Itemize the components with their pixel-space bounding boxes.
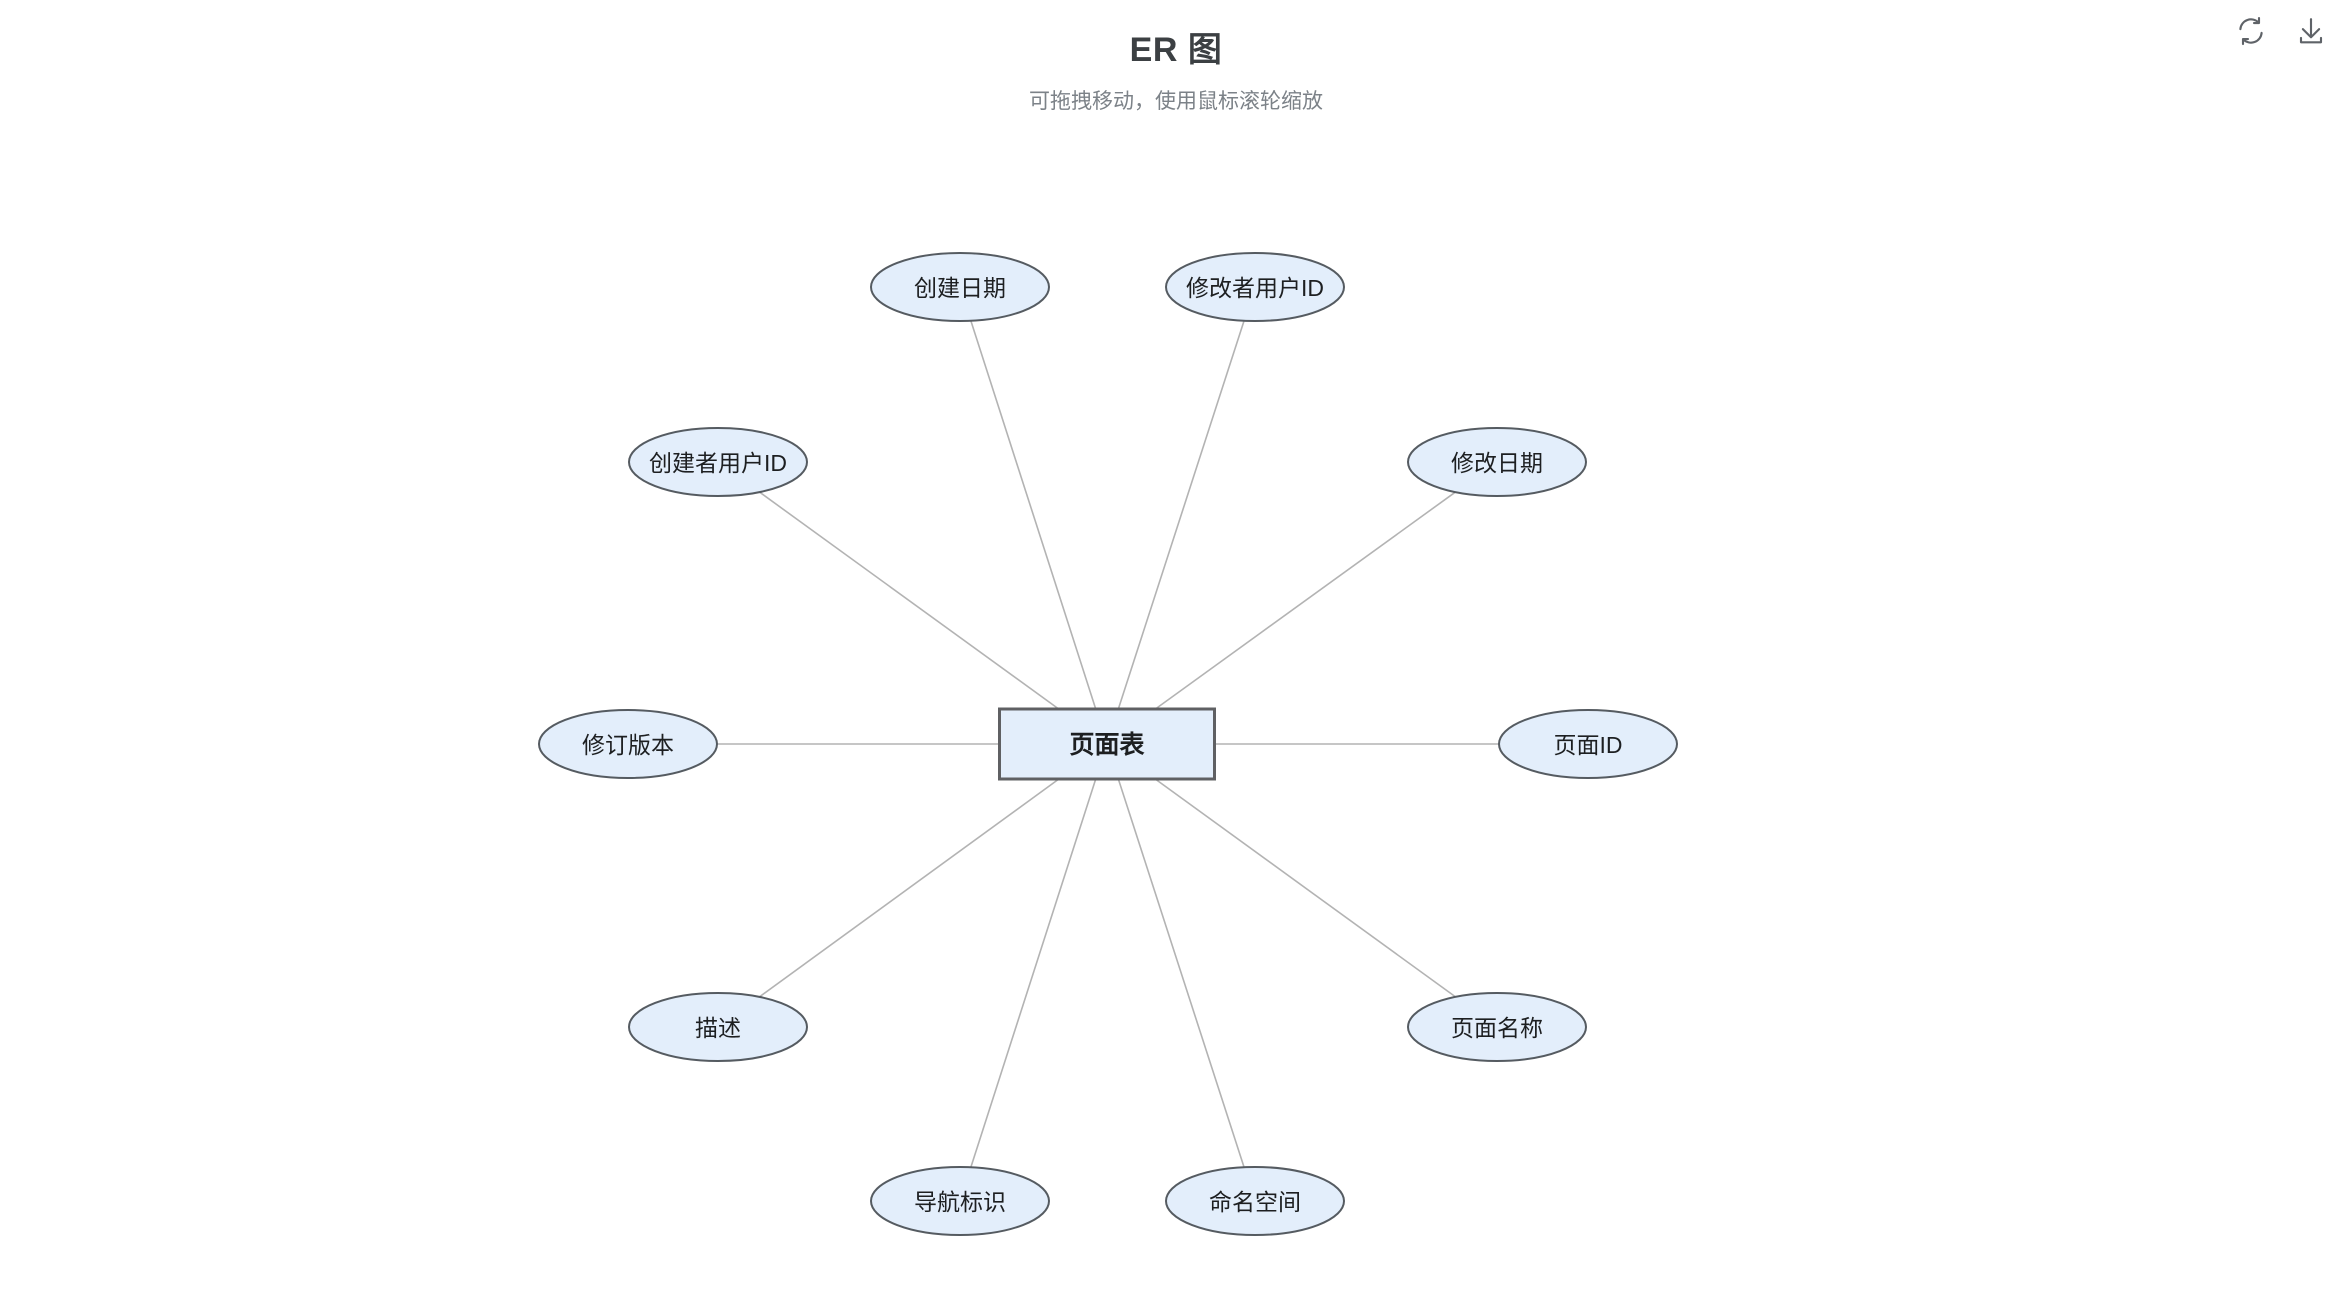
attribute-ellipse[interactable]	[1407, 992, 1587, 1062]
edge-line	[1117, 778, 1245, 1168]
attribute-node[interactable]: 修改日期	[1407, 427, 1587, 497]
attribute-ellipse[interactable]	[628, 427, 808, 497]
attribute-ellipse[interactable]	[1498, 709, 1678, 779]
edge-line	[1154, 491, 1456, 710]
attribute-ellipse[interactable]	[1165, 252, 1345, 322]
refresh-button[interactable]	[2234, 14, 2268, 48]
edge-line	[1117, 320, 1245, 710]
attribute-ellipse[interactable]	[1165, 1166, 1345, 1236]
entity-node[interactable]: 页面表	[998, 707, 1216, 781]
attribute-label: 创建者用户ID	[649, 450, 787, 476]
attribute-label: 描述	[695, 1015, 741, 1041]
edge-line	[970, 778, 1097, 1168]
attribute-label: 修改日期	[1451, 450, 1543, 476]
attribute-ellipse[interactable]	[870, 252, 1050, 322]
edge-line	[758, 778, 1060, 998]
attribute-label: 创建日期	[914, 275, 1006, 301]
attribute-ellipse[interactable]	[1407, 427, 1587, 497]
attribute-ellipse[interactable]	[628, 992, 808, 1062]
attribute-node[interactable]: 描述	[628, 992, 808, 1062]
diagram-toolbar	[2234, 14, 2328, 48]
edge-layer	[717, 320, 1499, 1168]
attribute-node[interactable]: 修订版本	[538, 709, 718, 779]
attribute-node[interactable]: 创建者用户ID	[628, 427, 808, 497]
attribute-node[interactable]: 页面ID	[1498, 709, 1678, 779]
attribute-node[interactable]: 页面名称	[1407, 992, 1587, 1062]
attribute-label: 修改者用户ID	[1186, 275, 1324, 301]
entity-rect[interactable]	[998, 707, 1216, 781]
download-icon	[2296, 16, 2326, 46]
attribute-label: 命名空间	[1209, 1189, 1301, 1215]
attribute-ellipse[interactable]	[538, 709, 718, 779]
attribute-label: 导航标识	[914, 1189, 1006, 1215]
attribute-label: 修订版本	[582, 732, 674, 758]
edge-line	[759, 491, 1060, 710]
attribute-label: 页面ID	[1554, 732, 1623, 758]
attribute-node[interactable]: 创建日期	[870, 252, 1050, 322]
attribute-node[interactable]: 导航标识	[870, 1166, 1050, 1236]
attribute-label: 页面名称	[1451, 1015, 1543, 1041]
refresh-icon	[2236, 16, 2266, 46]
attribute-node[interactable]: 命名空间	[1165, 1166, 1345, 1236]
download-button[interactable]	[2294, 14, 2328, 48]
attribute-ellipse[interactable]	[870, 1166, 1050, 1236]
edge-line	[1154, 778, 1457, 998]
attribute-node[interactable]: 修改者用户ID	[1165, 252, 1345, 322]
entity-label: 页面表	[1069, 731, 1145, 759]
edge-line	[970, 320, 1097, 710]
